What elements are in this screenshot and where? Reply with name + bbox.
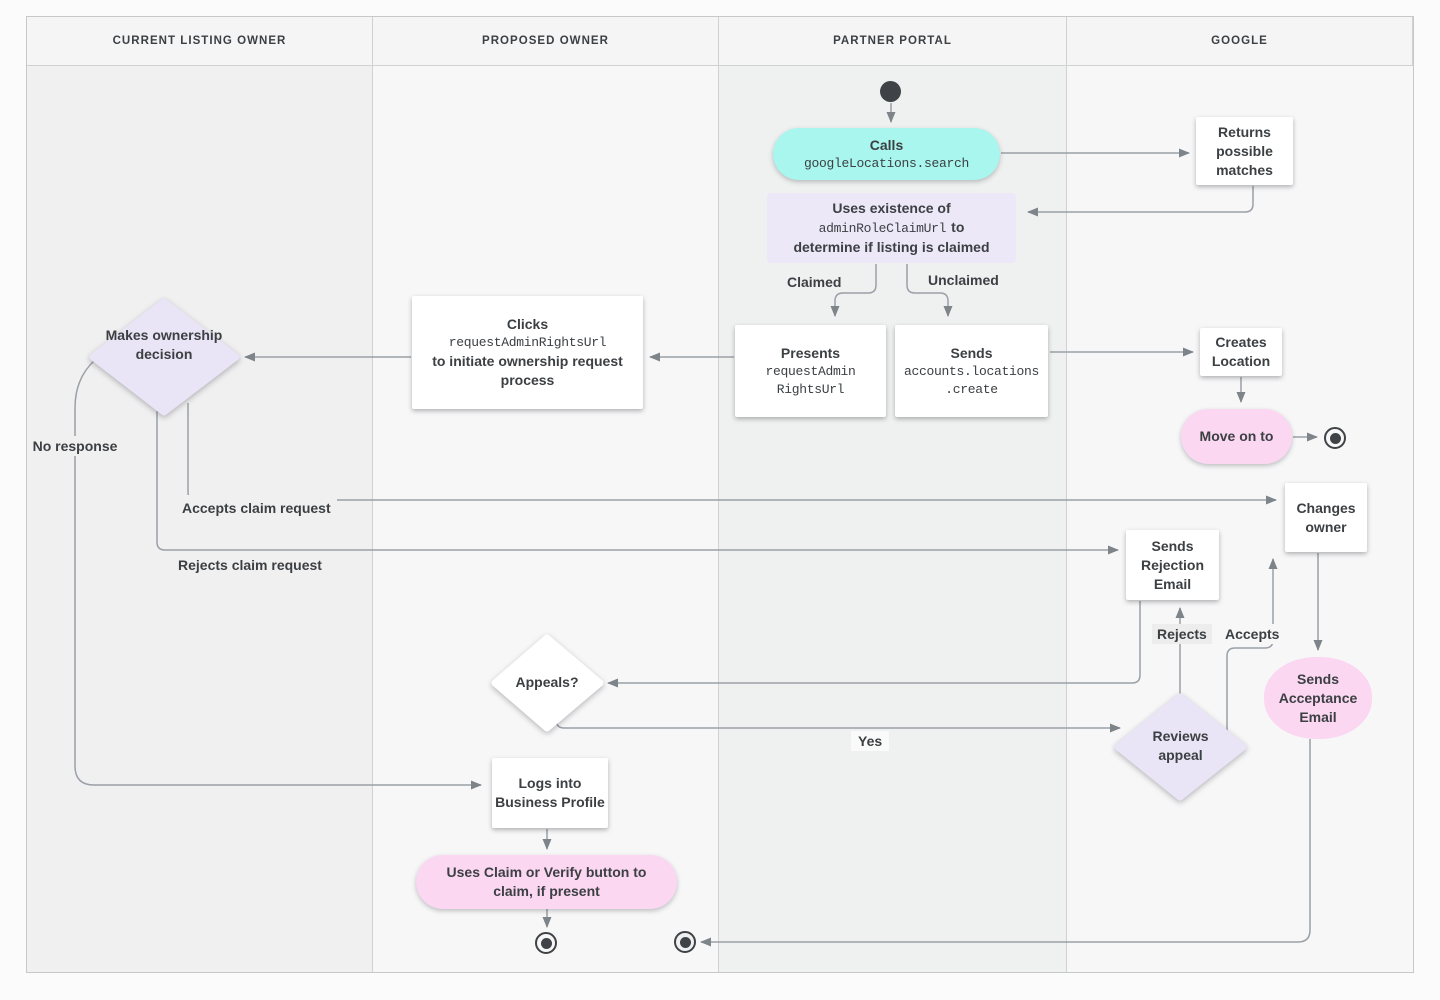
node-makes-ownership-decision: Makes ownership decision	[104, 326, 224, 364]
node-code: requestAdminRightsUrl	[448, 335, 607, 350]
decision-diamond-appeals	[491, 634, 604, 732]
node-text: Makes ownership decision	[105, 327, 223, 362]
node-title: Sends	[950, 344, 993, 361]
edge-rejection-email-to-appeals	[607, 601, 1141, 688]
edge-label-unclaimed: Unclaimed	[928, 272, 999, 288]
edge-label-accepts: Accepts	[1221, 624, 1284, 644]
node-code-line2: .create	[945, 381, 998, 397]
edge-label-yes: Yes	[851, 731, 890, 751]
node-text: Reviews appeal	[1152, 728, 1209, 763]
node-text: Sends Acceptance Email	[1278, 670, 1358, 725]
lane-header-label: PARTNER PORTAL	[833, 34, 952, 47]
edge-label-rejects: Rejects	[1152, 624, 1212, 644]
node-line2: adminRoleClaimUrl to	[819, 218, 965, 238]
node-clicks-request-admin-rights-url: Clicks requestAdminRightsUrl to initiate…	[412, 296, 643, 409]
edge-accepts-claim-to-changes-owner	[187, 403, 1277, 505]
decision-diamond-makes-ownership	[89, 298, 240, 416]
node-text: Appeals?	[515, 674, 579, 690]
node-code: adminRoleClaimUrl	[818, 221, 947, 236]
edge-label-accepts-claim-request: Accepts claim request	[176, 495, 337, 521]
end-node-google	[1324, 427, 1346, 449]
node-returns-possible-matches: Returns possible matches	[1196, 117, 1293, 185]
node-text: Move on to	[1199, 428, 1274, 444]
node-move-on-to: Move on to	[1181, 409, 1292, 464]
node-code: googleLocations.search	[803, 155, 970, 171]
node-text: Sends Rejection Email	[1140, 537, 1204, 592]
node-sends-accounts-locations-create: Sends accounts.locations .create	[895, 325, 1048, 417]
edge-claimed-to-presents	[830, 264, 877, 317]
node-logs-into-business-profile: Logs into Business Profile	[492, 758, 608, 828]
node-creates-location: Creates Location	[1200, 328, 1282, 376]
node-text: Creates Location	[1211, 334, 1271, 369]
lane-header-google: GOOGLE	[1067, 16, 1413, 66]
node-rest: to initiate ownership request process	[432, 353, 623, 388]
edge-rejects-claim-to-rejection-email	[156, 411, 1119, 555]
lane-current-listing-owner	[26, 16, 373, 973]
edge-appeals-yes-to-reviews	[555, 718, 1121, 733]
edge-acceptance-email-to-end	[700, 739, 1311, 947]
node-title: Presents	[780, 344, 841, 361]
node-changes-owner: Changes owner	[1285, 483, 1367, 552]
node-title: Clicks	[506, 316, 549, 332]
lane-header-label: CURRENT LISTING OWNER	[112, 34, 287, 47]
end-node-inner-dot	[540, 937, 552, 949]
edge-no-response-to-logs	[74, 359, 482, 790]
node-code-line1: accounts.locations	[903, 363, 1040, 379]
lane-header-partner-portal: PARTNER PORTAL	[719, 16, 1067, 66]
edge-label-no-response: No response	[29, 436, 121, 456]
node-text: Changes owner	[1296, 499, 1356, 535]
node-suffix: to	[951, 219, 965, 235]
node-line3: determine if listing is claimed	[793, 239, 990, 255]
lane-header-current-listing-owner: CURRENT LISTING OWNER	[27, 16, 373, 66]
node-sends-rejection-email: Sends Rejection Email	[1126, 530, 1219, 600]
node-text: Logs into Business Profile	[495, 775, 605, 810]
node-reviews-appeal: Reviews appeal	[1135, 727, 1226, 765]
node-title: Calls	[869, 136, 904, 153]
node-text: Uses Claim or Verify button to claim, if…	[446, 864, 647, 899]
end-node-proposed-owner	[535, 932, 557, 954]
lane-header-label: PROPOSED OWNER	[482, 34, 609, 47]
node-sends-acceptance-email: Sends Acceptance Email	[1264, 657, 1372, 739]
start-node	[880, 81, 901, 102]
end-node-inner-dot	[679, 936, 691, 948]
node-uses-existence-admin-role-claim-url: Uses existence of adminRoleClaimUrl to de…	[767, 193, 1016, 263]
lane-header-label: GOOGLE	[1211, 34, 1268, 47]
end-node-partner-portal	[674, 931, 696, 953]
node-presents-request-admin-rights-url: Presents requestAdmin RightsUrl	[735, 325, 886, 417]
lane-header-proposed-owner: PROPOSED OWNER	[373, 16, 719, 66]
node-uses-claim-or-verify-button: Uses Claim or Verify button to claim, if…	[416, 855, 677, 909]
node-text: Returns possible matches	[1216, 123, 1273, 178]
node-line1: Uses existence of	[832, 200, 951, 216]
edge-returns-to-uses	[1027, 186, 1254, 217]
end-node-inner-dot	[1329, 432, 1341, 444]
node-code-line2: RightsUrl	[776, 381, 845, 397]
edge-label-rejects-claim-request: Rejects claim request	[178, 557, 322, 573]
decision-diamond-reviews-appeal	[1114, 693, 1247, 801]
node-appeals-question: Appeals?	[497, 673, 597, 692]
node-code-line1: requestAdmin	[765, 363, 856, 379]
edge-unclaimed-to-sends	[906, 264, 953, 317]
node-calls-google-locations-search: Calls googleLocations.search	[773, 128, 1000, 180]
edge-label-claimed: Claimed	[787, 274, 842, 290]
